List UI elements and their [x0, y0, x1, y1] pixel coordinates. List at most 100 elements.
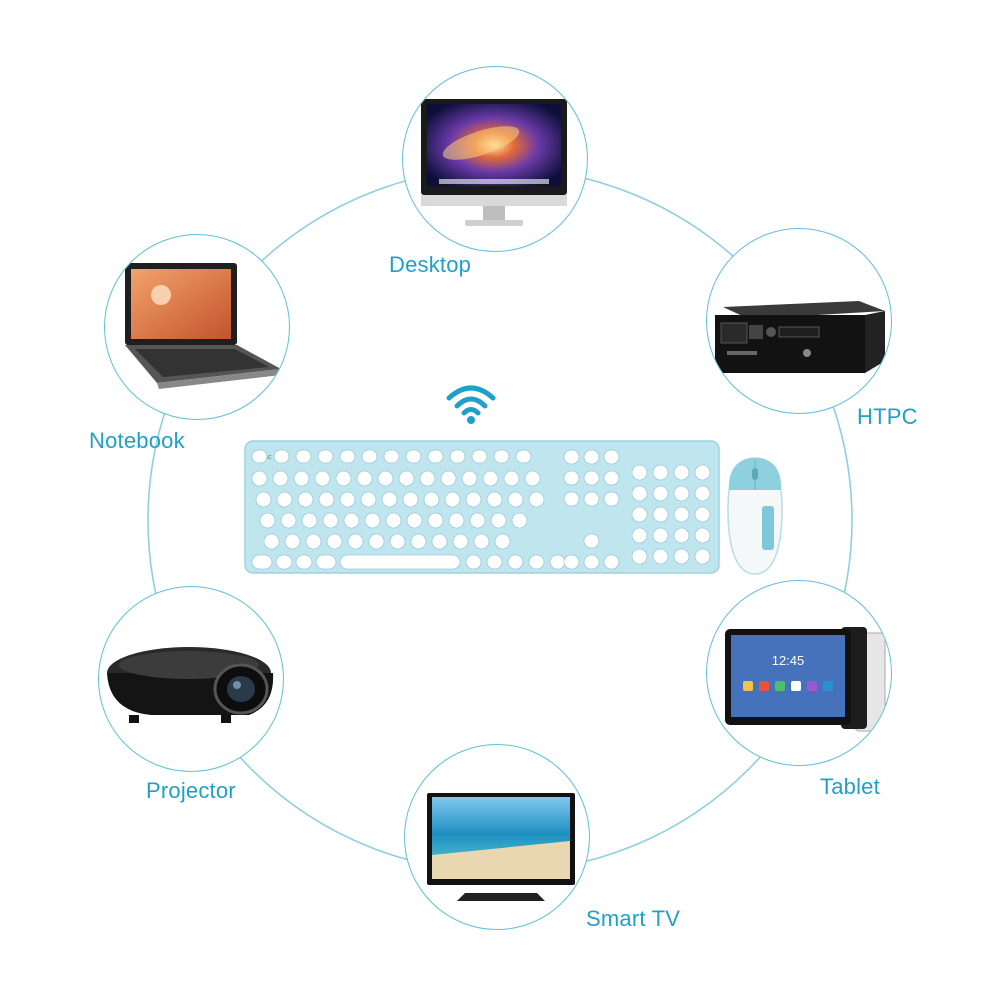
keyboard-key	[694, 464, 711, 481]
keyboard-key	[673, 464, 690, 481]
keyboard-key	[427, 512, 444, 529]
keyboard-key	[343, 512, 360, 529]
keyboard-key	[549, 554, 566, 570]
keyboard-key	[360, 491, 377, 508]
keyboard-key	[448, 512, 465, 529]
svg-text:12:45: 12:45	[772, 653, 805, 668]
tablet-icon: 12:45	[725, 627, 886, 732]
keyboard-key	[440, 470, 457, 487]
keyboard-key	[449, 449, 466, 464]
projector-label: Projector	[146, 778, 236, 803]
keyboard-key	[528, 554, 545, 570]
keyboard-key	[652, 506, 669, 523]
wireless-mouse-icon	[727, 457, 783, 575]
keyboard-key	[583, 449, 600, 465]
keyboard-key	[673, 548, 690, 565]
keyboard-key	[423, 491, 440, 508]
keyboard-key	[314, 470, 331, 487]
keyboard-key	[694, 506, 711, 523]
keyboard-key	[295, 554, 313, 570]
keyboard-key	[563, 470, 580, 486]
wireless-keyboard-icon: Esc	[244, 440, 720, 574]
desktop-label: Desktop	[389, 252, 472, 277]
keyboard-key	[410, 533, 427, 550]
keyboard-key	[652, 464, 669, 481]
keyboard-key	[652, 548, 669, 565]
desktop-monitor-icon	[421, 99, 567, 226]
htpc-circle	[706, 228, 892, 414]
keyboard-key	[326, 533, 343, 550]
keyboard-key	[361, 449, 378, 464]
keyboard-key	[583, 491, 600, 507]
keyboard-key	[356, 470, 373, 487]
keyboard-key	[465, 554, 482, 570]
keyboard-key	[293, 470, 310, 487]
wireless-keyboard: Esc	[244, 440, 720, 574]
keyboard-key	[652, 485, 669, 502]
htpc-box-icon	[715, 301, 885, 373]
keyboard-key	[444, 491, 461, 508]
keyboard-key	[524, 470, 541, 487]
keyboard-key	[652, 527, 669, 544]
keyboard-key	[364, 512, 381, 529]
keyboard-key	[631, 464, 648, 481]
keyboard-key	[381, 491, 398, 508]
keyboard-key	[339, 491, 356, 508]
keyboard-key	[673, 527, 690, 544]
htpc-label: HTPC	[857, 404, 918, 429]
keyboard-key	[490, 512, 507, 529]
keyboard-key	[603, 491, 620, 507]
wifi-icon	[446, 385, 496, 424]
keyboard-key	[515, 449, 532, 464]
keyboard-key	[295, 449, 312, 464]
keyboard-key	[507, 554, 524, 570]
notebook-label: Notebook	[89, 428, 185, 453]
keyboard-key	[280, 512, 297, 529]
keyboard-key	[461, 470, 478, 487]
notebook-circle	[104, 234, 290, 420]
keyboard-key	[297, 491, 314, 508]
keyboard-key	[452, 533, 469, 550]
keyboard-key	[473, 533, 490, 550]
keyboard-key	[255, 491, 272, 508]
keyboard-key	[263, 533, 280, 550]
keyboard-key	[335, 470, 352, 487]
keyboard-key	[631, 548, 648, 565]
desktop-circle	[402, 66, 588, 252]
keyboard-key	[398, 470, 415, 487]
keyboard-key	[315, 554, 337, 570]
keyboard-key	[673, 506, 690, 523]
keyboard-key	[631, 527, 648, 544]
keyboard-key	[259, 512, 276, 529]
keyboard-key	[482, 470, 499, 487]
keyboard-key	[469, 512, 486, 529]
keyboard-key	[486, 554, 503, 570]
keyboard-key	[251, 449, 268, 464]
keyboard-key	[486, 491, 503, 508]
keyboard-key	[583, 470, 600, 486]
keyboard-key	[273, 449, 290, 464]
keyboard-key	[301, 512, 318, 529]
keyboard-key	[317, 449, 334, 464]
keyboard-key	[272, 470, 289, 487]
keyboard-key	[402, 491, 419, 508]
keyboard-key	[503, 470, 520, 487]
keyboard-key	[694, 485, 711, 502]
keyboard-key	[465, 491, 482, 508]
keyboard-key	[511, 512, 528, 529]
keyboard-key	[305, 533, 322, 550]
keyboard-key	[276, 491, 293, 508]
keyboard-key	[318, 491, 335, 508]
keyboard-key	[694, 527, 711, 544]
keyboard-key	[322, 512, 339, 529]
keyboard-key	[251, 470, 268, 487]
keyboard-key	[368, 533, 385, 550]
keyboard-key	[631, 485, 648, 502]
projector-circle	[98, 586, 284, 772]
keyboard-key	[603, 470, 620, 486]
keyboard-key	[583, 554, 600, 570]
keyboard-key	[583, 533, 600, 549]
keyboard-key	[389, 533, 406, 550]
keyboard-key	[251, 554, 273, 570]
